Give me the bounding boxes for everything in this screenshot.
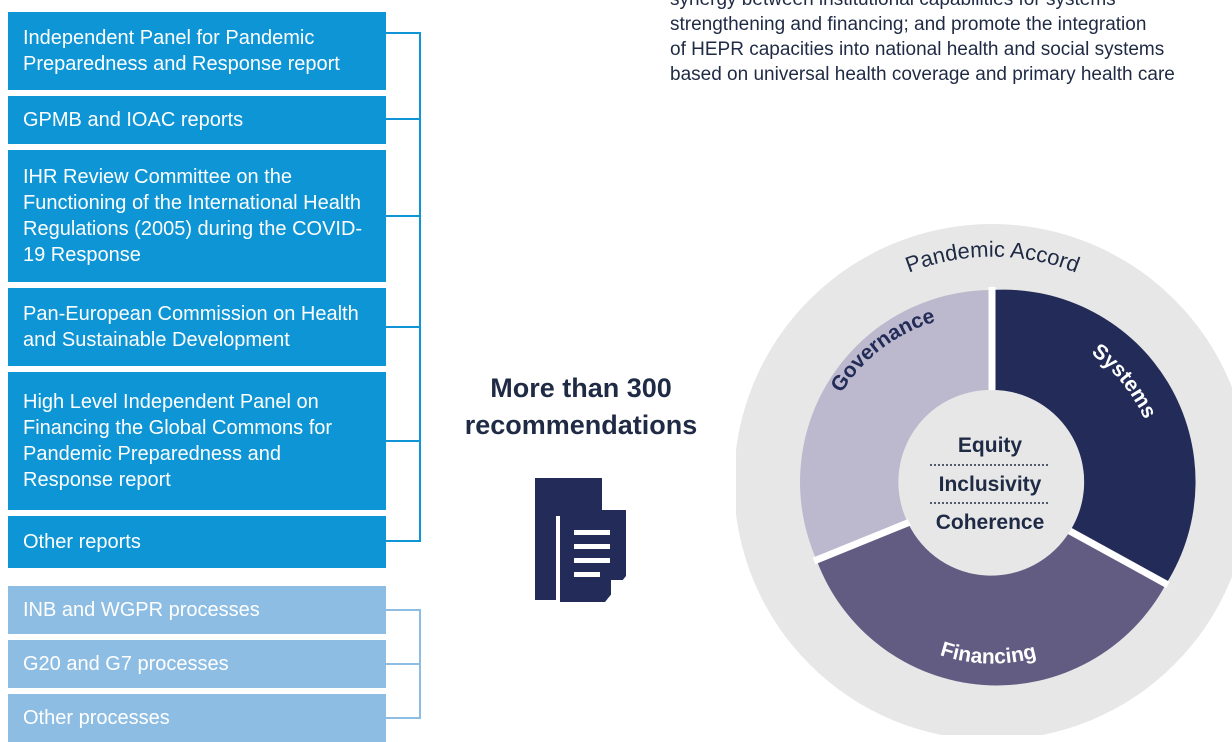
center-equity: Equity bbox=[958, 434, 1022, 457]
recommendations-headline: More than 300 recommendations bbox=[464, 373, 698, 440]
documents-icon bbox=[535, 478, 626, 602]
segment-governance bbox=[800, 290, 992, 560]
pandemic-accord-wheel: Pandemic Accord Governance Systems Finan… bbox=[736, 224, 1232, 735]
report-ihr-review-committee: IHR Review Committee on the Functioning … bbox=[8, 150, 386, 282]
bracket-connectors bbox=[386, 32, 421, 719]
report-other: Other reports bbox=[8, 516, 386, 568]
segment-systems bbox=[992, 289, 1196, 584]
center-circle bbox=[900, 390, 1084, 574]
report-independent-panel: Independent Panel for Pandemic Preparedn… bbox=[8, 12, 386, 90]
intro-text: synergy between institutional capabiliti… bbox=[670, 0, 1175, 85]
divider-right bbox=[1066, 526, 1170, 589]
process-other: Other processes bbox=[8, 694, 386, 742]
process-inb-wgpr: INB and WGPR processes bbox=[8, 586, 386, 634]
center-inclusivity: Inclusivity bbox=[939, 473, 1042, 496]
report-high-level-panel: High Level Independent Panel on Financin… bbox=[8, 372, 386, 510]
segment-financing bbox=[816, 523, 1166, 686]
report-pan-european-commission: Pan-European Commission on Health and Su… bbox=[8, 288, 386, 366]
divider-left bbox=[812, 518, 912, 565]
process-g20-g7: G20 and G7 processes bbox=[8, 640, 386, 688]
processes-bracket bbox=[386, 609, 421, 719]
center-coherence: Coherence bbox=[936, 511, 1045, 534]
report-gpmb-ioac: GPMB and IOAC reports bbox=[8, 96, 386, 144]
reports-bracket bbox=[386, 32, 421, 542]
